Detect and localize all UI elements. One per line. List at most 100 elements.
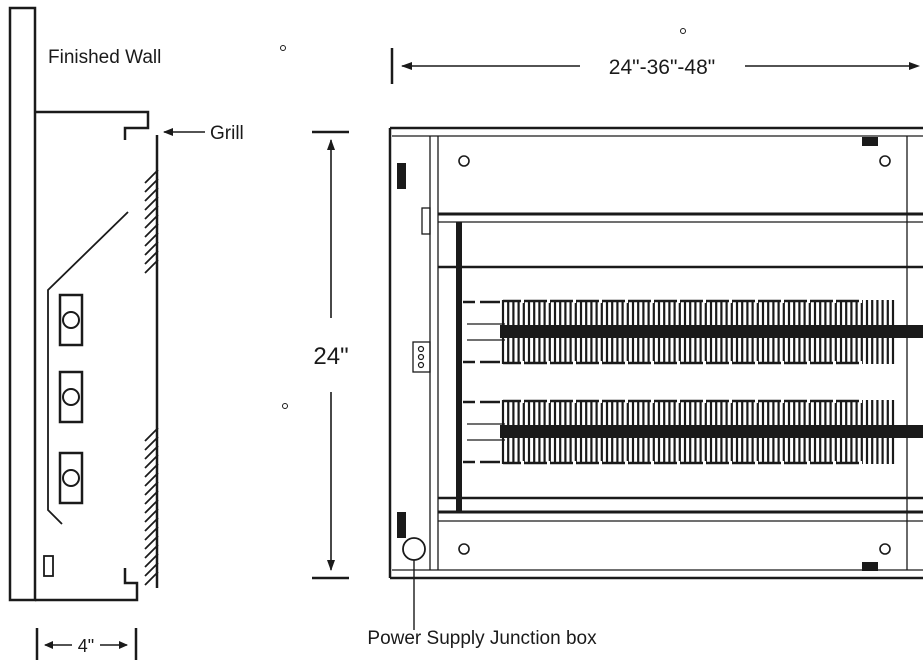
element-fin-gap — [573, 399, 576, 403]
hatch-line — [144, 553, 159, 568]
junction-box-label: Power Supply Junction box — [367, 628, 597, 649]
element-fin-gap — [729, 399, 732, 403]
element-fin-gap — [833, 461, 836, 465]
element-fin-gap — [859, 299, 862, 303]
terminal-block — [412, 341, 431, 373]
hatch-line — [144, 427, 159, 442]
element-fin-gap — [521, 361, 524, 365]
hatch-line — [144, 436, 159, 451]
grill-arrow-head — [163, 128, 173, 136]
mounting-hole — [458, 543, 470, 555]
mounting-hole — [458, 155, 470, 167]
heating-element-1 — [463, 299, 923, 365]
element-fin-gap — [755, 361, 758, 365]
element-fin-gap — [781, 461, 784, 465]
element-fin-gap — [755, 461, 758, 465]
element-fin-gap — [625, 361, 628, 365]
hatch-line — [144, 232, 159, 247]
hatch-line — [144, 508, 159, 523]
width-dimension: 24"-36"-48" — [390, 48, 920, 84]
element-fin-gap — [521, 399, 524, 403]
hatch-line — [144, 445, 159, 460]
hatch-line — [144, 187, 159, 202]
element-fin-gap — [651, 461, 654, 465]
mounting-hole — [879, 155, 891, 167]
housing-bottom-flange — [35, 568, 139, 602]
hatch-line — [144, 250, 159, 265]
element-fin-gap — [573, 299, 576, 303]
element-fin-gap — [703, 461, 706, 465]
element-fin-gap — [729, 461, 732, 465]
terminal-screw — [417, 353, 425, 361]
element-fin-gap — [677, 461, 680, 465]
element-side-3 — [58, 451, 84, 505]
mounting-hole — [879, 543, 891, 555]
heating-element-2 — [463, 399, 923, 465]
hatch-line — [144, 169, 159, 184]
hatch-line — [144, 223, 159, 238]
grill-hatching-lower — [144, 427, 159, 586]
element-fin-gap — [807, 399, 810, 403]
element-fin-gap — [703, 361, 706, 365]
element-fin-gap — [729, 361, 732, 365]
hatch-line — [144, 499, 159, 514]
finished-wall — [8, 6, 37, 602]
element-fin-gap — [703, 399, 706, 403]
hatch-line — [144, 535, 159, 550]
corner-tab-bottom — [862, 562, 878, 571]
element-fin-gap — [599, 299, 602, 303]
element-fin-gap — [807, 299, 810, 303]
element-fin-gap — [625, 299, 628, 303]
element-fin-gap — [781, 361, 784, 365]
element-fin-gap — [677, 361, 680, 365]
element-fin-gap — [833, 399, 836, 403]
mark-dot — [282, 403, 288, 409]
element-fin-gap — [521, 461, 524, 465]
grill-hatching-upper — [144, 169, 159, 274]
height-dim-label: 24" — [313, 343, 348, 370]
element-fin-gap — [755, 299, 758, 303]
element-fin-gap — [807, 461, 810, 465]
element-fin-gap — [625, 461, 628, 465]
depth-dim-right-arrow — [119, 641, 128, 649]
element-fin-gap — [547, 461, 550, 465]
grill-label: Grill — [210, 123, 244, 144]
height-dim-top-arrow — [327, 139, 335, 150]
hatch-line — [144, 463, 159, 478]
control-tab — [421, 207, 431, 235]
side-view: Finished Wall Grill — [8, 6, 244, 660]
hatch-line — [144, 205, 159, 220]
element-fin-gap — [651, 299, 654, 303]
element-fin-gap — [729, 299, 732, 303]
terminal-screw — [417, 361, 425, 369]
corner-tab-top — [862, 137, 878, 146]
element-bracket — [456, 222, 462, 512]
element-fin-gap — [547, 361, 550, 365]
element-fin-gap — [781, 299, 784, 303]
element-fin-gap — [547, 299, 550, 303]
hatch-line — [144, 241, 159, 256]
element-fin-gap — [677, 399, 680, 403]
element-side-1 — [58, 293, 84, 347]
element-fin-gap — [651, 399, 654, 403]
hatch-line — [144, 481, 159, 496]
element-fin-gap — [599, 361, 602, 365]
hatch-line — [144, 517, 159, 532]
element-sheath — [500, 325, 923, 338]
hatch-line — [144, 196, 159, 211]
hatch-line — [144, 571, 159, 586]
width-dim-label: 24"-36"-48" — [609, 56, 715, 79]
element-fin-gap — [833, 361, 836, 365]
terminal-screw — [417, 345, 425, 353]
element-fin-gap — [781, 399, 784, 403]
width-dim-left-arrow — [401, 62, 412, 70]
hatch-line — [144, 544, 159, 559]
height-dim-bottom-arrow — [327, 560, 335, 571]
mounting-clip-top — [397, 163, 406, 189]
hatch-line — [144, 214, 159, 229]
element-fin-gap — [859, 361, 862, 365]
side-terminal-box — [43, 555, 54, 577]
mark-dot — [280, 45, 286, 51]
